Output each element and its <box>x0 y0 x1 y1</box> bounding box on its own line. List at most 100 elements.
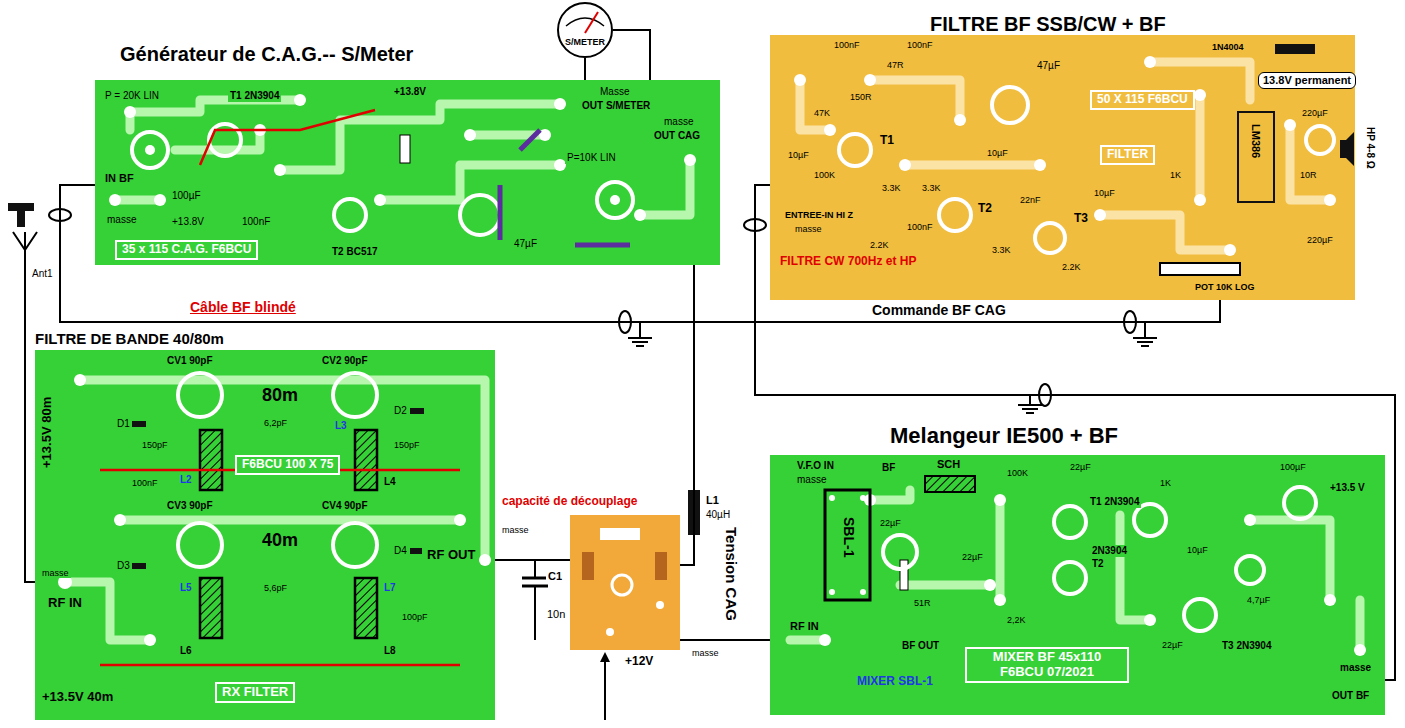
band-filter-pcb <box>35 350 495 720</box>
component-label: 5,6pF <box>262 583 289 593</box>
component-label: T2 <box>976 202 994 216</box>
component-label: +13.8V <box>392 86 428 98</box>
component-label: 13.8V permanent <box>1258 72 1356 89</box>
component-label: 80m <box>260 385 300 406</box>
component-label: 220µF <box>1305 235 1335 245</box>
component-label: 150pF <box>392 440 422 450</box>
component-label: T2 <box>1090 558 1106 570</box>
board-heading: +12V <box>625 655 653 669</box>
board-heading: FILTRE DE BANDE 40/80m <box>35 330 224 347</box>
component-label: L7 <box>382 582 398 594</box>
silkscreen-text: MIXER BF 45x110 F6BCU 07/2021 <box>965 647 1129 683</box>
component-label: L8 <box>382 645 398 657</box>
wire-connector <box>755 185 1395 680</box>
component-label: V.F.O IN <box>795 460 836 472</box>
component-label: T1 <box>878 134 896 148</box>
component-label: 1K <box>1158 478 1173 488</box>
component-label: 4,7µF <box>1245 595 1272 605</box>
silkscreen-text: FILTER <box>1100 145 1155 165</box>
component-label: 100K <box>1005 468 1030 478</box>
component-label: 100nF <box>130 478 160 488</box>
wire-connector <box>60 185 1220 322</box>
board-heading: Melangeur IE500 + BF <box>890 423 1118 448</box>
component-label: 22µF <box>960 552 985 562</box>
component-label: 47R <box>885 60 906 70</box>
component-label: T3 <box>1072 212 1090 226</box>
component-label: 100µF <box>1278 462 1308 472</box>
component-label: 47K <box>812 108 832 118</box>
component-label: MIXER SBL-1 <box>855 675 935 689</box>
component-label: 100nF <box>832 40 862 50</box>
component-label: L2 <box>178 474 194 486</box>
component-label: D3 <box>115 560 132 572</box>
component-label: masse <box>662 116 695 128</box>
silkscreen-text: 50 X 115 F6BCU <box>1090 90 1195 110</box>
component-label: L3 <box>333 420 349 432</box>
silkscreen-text: 35 x 115 C.A.G. F6BCU <box>115 240 258 260</box>
component-label: L5 <box>178 582 194 594</box>
component-label: RF IN <box>46 596 84 611</box>
component-label: SCH <box>935 458 962 471</box>
component-label: CV2 90pF <box>320 355 370 367</box>
component-label: T1 2N3904 <box>228 90 281 102</box>
component-label: 40µH <box>704 509 732 521</box>
component-label: 10µF <box>1092 188 1117 198</box>
component-label: Masse <box>598 86 631 98</box>
component-label: 100nF <box>905 40 935 50</box>
component-label: +13.8V <box>170 216 206 228</box>
component-label: D2 <box>392 405 409 417</box>
cag-pcb <box>95 80 720 265</box>
component-label: 1N4004 <box>1210 42 1246 52</box>
silkscreen-text: FILTRE CW 700Hz et HP <box>780 255 916 269</box>
component-label: 3.3K <box>990 245 1013 255</box>
wire-label: Câble BF blindé <box>188 299 298 315</box>
component-label: CV1 90pF <box>165 355 215 367</box>
wire-connector <box>680 639 770 641</box>
board-heading: Générateur de C.A.G.-- S/Meter <box>120 43 413 66</box>
component-label: 22µF <box>878 518 903 528</box>
component-label: T1 2N3904 <box>1088 496 1141 508</box>
component-label: masse <box>40 568 71 578</box>
board-heading: FILTRE BF SSB/CW + BF <box>930 13 1166 36</box>
component-label: 47µF <box>512 238 539 250</box>
mixer-pcb <box>770 455 1385 715</box>
component-label: 100pF <box>400 612 430 622</box>
component-label: L4 <box>382 476 398 488</box>
component-label: 1K <box>1168 170 1183 180</box>
component-label: Commande BF CAG <box>870 302 1008 318</box>
s-meter: S/METER <box>557 2 613 58</box>
component-label: OUT S/METER <box>580 100 652 112</box>
component-label: P=10K LIN <box>565 152 618 164</box>
wire-connector <box>613 30 650 80</box>
component-label: masse <box>690 648 721 658</box>
component-label: +13.5V 40m <box>40 690 115 705</box>
wire-connector <box>680 265 694 565</box>
component-label: 150R <box>848 92 874 102</box>
component-label: 3.3K <box>920 183 943 193</box>
pads <box>109 94 696 221</box>
component-label: BF <box>880 462 897 474</box>
component-label: masse <box>1338 662 1373 674</box>
silkscreen-text: F6BCU 100 X 75 <box>235 455 340 475</box>
component-label: IN BF <box>103 172 136 185</box>
component-label: 150pF <box>140 440 170 450</box>
component-label: LM386 <box>1249 122 1262 160</box>
component-label: Ant1 <box>30 268 55 280</box>
preamp-pcb <box>570 515 680 650</box>
component-label: 100µF <box>170 190 203 202</box>
component-label: L1 <box>704 494 721 507</box>
component-label: 22nF <box>1018 195 1043 205</box>
component-label: 2,2K <box>1005 615 1028 625</box>
component-label: 40m <box>260 530 300 551</box>
tracks <box>115 100 690 215</box>
component-label: 3.3K <box>880 183 903 193</box>
component-label: 220µF <box>1300 108 1330 118</box>
component-label: masse <box>793 224 824 234</box>
component-label: 10µF <box>1185 545 1210 555</box>
component-label: HP 4-8 Ω <box>1365 125 1377 171</box>
preamp-board: +12V <box>570 515 680 650</box>
component-label: CV4 90pF <box>320 500 370 512</box>
component-label: C1 <box>546 570 564 583</box>
component-label: 22µF <box>1068 462 1093 472</box>
component-label: 2.2K <box>1060 262 1083 272</box>
